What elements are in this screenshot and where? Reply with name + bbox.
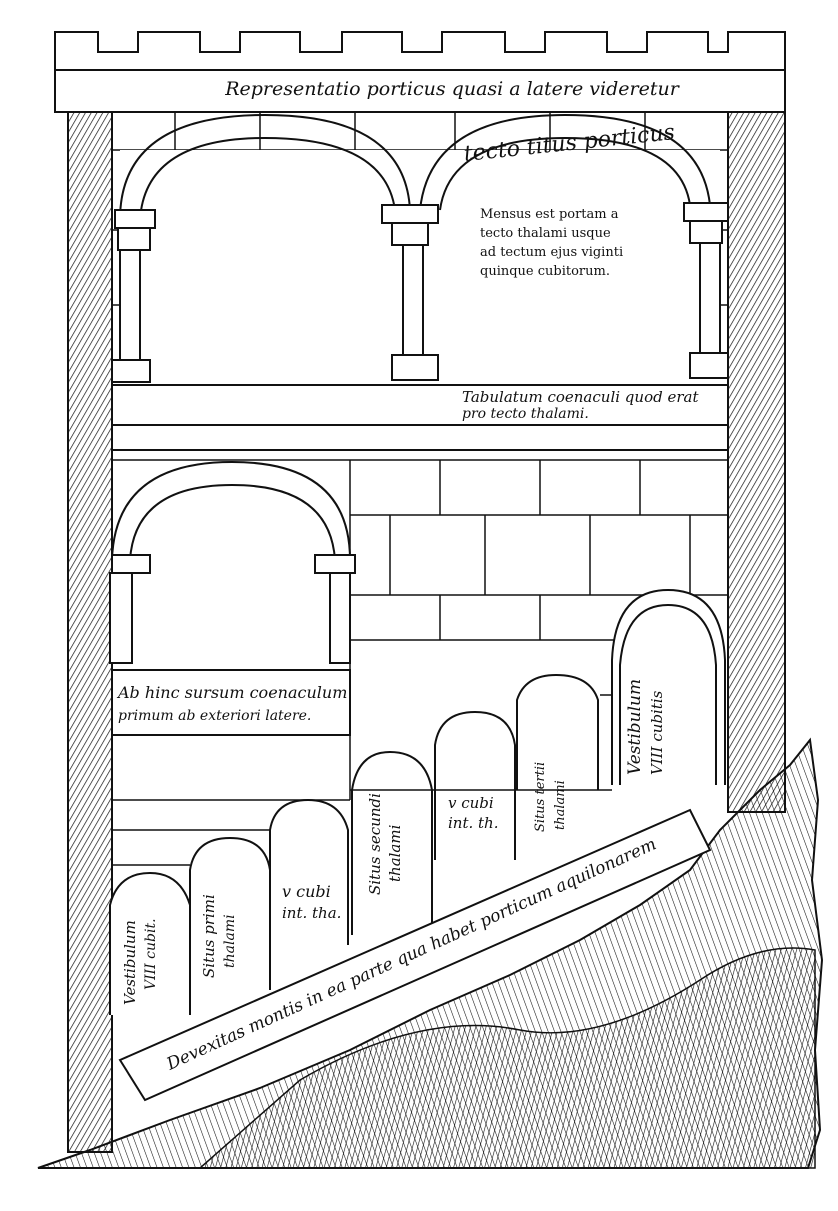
v-cubi-2-1: v cubi <box>448 794 494 812</box>
abhinc-1: Ab hinc sursum coenaculum <box>116 683 347 702</box>
floor-band <box>111 384 729 451</box>
tabulatum-2: pro tecto thalami. <box>462 406 589 422</box>
middle-arches <box>111 460 351 561</box>
banner-title: Representatio porticus quasi a latere vi… <box>224 78 681 100</box>
vestibulum-left-1: Vestibulum <box>121 920 139 1005</box>
banner-band <box>54 69 786 113</box>
v-cubi-1-2: int. tha. <box>282 904 341 922</box>
v-cubi-1-1: v cubi <box>282 882 331 901</box>
hill-mass-2 <box>198 947 816 1169</box>
situs-primi-1: Situs primi <box>200 894 218 978</box>
measure-note-3: ad tectum ejus viginti <box>480 245 623 260</box>
situs-secundi-2: thalami <box>386 824 404 882</box>
battlements <box>54 31 786 71</box>
abhinc-2: primum ab exteriori latere. <box>118 708 311 724</box>
situs-tertii-2: thalami <box>553 780 568 830</box>
middle-arcade-void <box>120 520 345 660</box>
upper-columns <box>111 202 729 383</box>
vestibulum-right-1: Vestibulum <box>625 679 645 775</box>
upper-arches <box>119 113 711 221</box>
abhinc-box <box>111 669 351 736</box>
middle-columns <box>109 554 356 664</box>
measure-note-4: quinque cubitorum. <box>480 264 610 279</box>
v-cubi-2-2: int. th. <box>448 814 498 832</box>
measure-note-2: tecto thalami usque <box>480 226 611 241</box>
lower-arches <box>109 588 726 1015</box>
tabulatum-1: Tabulatum coenaculi quod erat <box>462 388 699 406</box>
situs-secundi-1: Situs secundi <box>366 793 384 895</box>
vestibulum-right-2: VIII cubitis <box>648 690 666 775</box>
devexitas-band <box>118 808 712 1102</box>
right-wall <box>727 111 786 813</box>
left-wall <box>67 111 113 1153</box>
situs-primi-2: thalami <box>222 914 238 968</box>
vestibulum-left-2: VIII cubit. <box>143 918 159 990</box>
situs-tertii-1: Situs tertii <box>533 762 548 832</box>
measure-note-1: Mensus est portam a <box>480 207 619 222</box>
